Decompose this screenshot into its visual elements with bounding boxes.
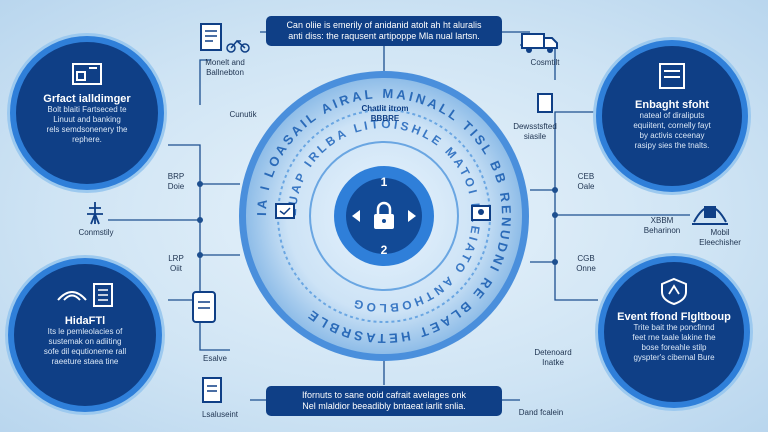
label-line: Eleechisher <box>699 238 741 247</box>
label-line: Beharinon <box>643 226 681 235</box>
label-xbbm: XBBM Beharinon <box>632 216 692 236</box>
center-top-number: 1 <box>381 175 388 189</box>
bubble-text-line: sustemak on adiiting <box>48 337 122 346</box>
shield-icon <box>661 277 687 306</box>
person-icon <box>471 205 491 221</box>
label-line: Monelt and <box>205 58 245 67</box>
bubble-top-right: Enbaght sfoht nateal of diraliputs equii… <box>596 40 748 192</box>
bubble-text-line: gyspter's cibernal Bure <box>633 353 715 362</box>
dome-icon <box>692 206 728 225</box>
bubble-text-line: raeeture staea tine <box>51 357 119 366</box>
label-line: CGB <box>577 254 595 263</box>
bubble-top-left: Grfact ialldimger Bolt blaiti Fartseced … <box>10 36 164 190</box>
bubble-text-line: Its le pemleolacies of <box>47 327 123 336</box>
lock-icon <box>374 201 394 229</box>
label-line: siasile <box>523 132 547 141</box>
label-center-top: Chatlit itrom BBBRE <box>330 104 440 124</box>
bubble-text-line: rasipy sies the tnalts. <box>634 141 710 150</box>
label-cosmtilt: Cosmtilt <box>530 58 560 67</box>
label-line: Chatlit itrom <box>361 104 409 113</box>
tablet-icon <box>192 291 216 323</box>
laptop-icon <box>659 63 685 89</box>
label-datasfted: Dewsstsfted siasile <box>500 122 570 142</box>
bubble-bottom-right: Event ffond Flgltboup Trite bait the pon… <box>598 256 750 408</box>
label-line: CEB <box>577 172 595 181</box>
center-bottom-number: 2 <box>381 243 388 257</box>
label-cunutik: Cunutik <box>229 110 257 119</box>
label-line: Dewsstsfted <box>513 122 557 131</box>
label-line: LRP <box>168 254 184 263</box>
label-line: Onne <box>576 264 596 273</box>
label-cgb: CGB Onne <box>566 254 606 274</box>
label-lrp: LRP Oiit <box>156 254 196 274</box>
book-icon <box>537 93 553 113</box>
store-icon <box>72 63 102 85</box>
bicycle-icon <box>226 39 250 53</box>
top-box-line-2: anti diss: the raqusent artipoppe Mla nu… <box>288 31 480 41</box>
label-line: BBBRE <box>370 114 400 123</box>
bubble-text-line: bose foreahle stilp <box>641 343 707 352</box>
bubble-text-line: feet rne taale lakine the <box>632 333 716 342</box>
bottom-description-box: Ifornuts to sane ooid cafrait avelages o… <box>266 386 502 416</box>
bubble-text-line: sofe dil equtioneme rall <box>43 347 127 356</box>
label-brp: BRP Doie <box>156 172 196 192</box>
label-mobil: Mobil Eleechisher <box>690 228 750 248</box>
central-ring: IA I LOASAIL AIRAL MAINALL TISL BB RENUD… <box>239 71 529 361</box>
label-line: XBBM <box>650 216 674 225</box>
cash-register-icon <box>275 203 295 219</box>
document-icon <box>200 23 222 51</box>
label-dand: Dand fcalein <box>518 408 564 417</box>
bubble-text-line: Trite bait the poncfinnd <box>633 323 715 332</box>
bubble-text-line: equiitent, cornelly fayt <box>633 121 711 130</box>
label-line: Inatke <box>542 358 564 367</box>
bubble-bottom-right-title: Event ffond Flgltboup <box>617 311 731 323</box>
bubble-text-line: by activis cceenay <box>639 131 705 140</box>
tower-icon <box>87 202 103 225</box>
label-ceb: CEB Oale <box>566 172 606 192</box>
bubble-top-right-title: Enbaght sfoht <box>635 99 709 111</box>
label-lsaluseint: Lsaluseint <box>201 410 239 419</box>
label-line: Detenoard <box>534 348 572 357</box>
label-line: Mobil <box>710 228 730 237</box>
bottom-box-line-2: Nel mlaldior beeadibly bntaeat iarlit sn… <box>302 401 466 411</box>
bubble-text-line: Bolt blaiti Fartseced te <box>47 105 127 114</box>
label-line: Oiit <box>170 264 182 273</box>
label-detenoard: Detenoard Inatke <box>520 348 586 368</box>
label-esalve: Esalve <box>202 354 227 363</box>
bottom-box-line-1: Ifornuts to sane ooid cafrait avelages o… <box>301 390 467 400</box>
bubble-text-line: nateal of diraliputs <box>639 111 705 120</box>
label-line: Ballnebton <box>206 68 244 77</box>
bubble-bottom-left: HidaFTl Its le pemleolacies of sustemak … <box>8 258 162 412</box>
bubble-top-left-title: Grfact ialldimger <box>43 93 131 105</box>
bubble-text-line: rels semdsonenery the <box>46 125 128 134</box>
bubble-text-line: rephere. <box>72 135 102 144</box>
label-line: Oale <box>577 182 595 191</box>
label-commity: Conmstily <box>78 228 114 237</box>
router-icon <box>57 283 113 307</box>
badge-icon <box>202 377 222 403</box>
bubble-text-line: Linuut and banking <box>53 115 121 124</box>
top-box-line-1: Can oliie is emerily of anidanid atolt a… <box>286 20 482 30</box>
label-line: BRP <box>167 172 185 181</box>
truck-icon <box>521 33 558 53</box>
label-line: Doie <box>167 182 185 191</box>
top-description-box: Can oliie is emerily of anidanid atolt a… <box>266 16 502 46</box>
label-money: Monelt and Ballnebton <box>190 58 260 78</box>
bubble-bottom-left-title: HidaFTl <box>64 315 106 327</box>
